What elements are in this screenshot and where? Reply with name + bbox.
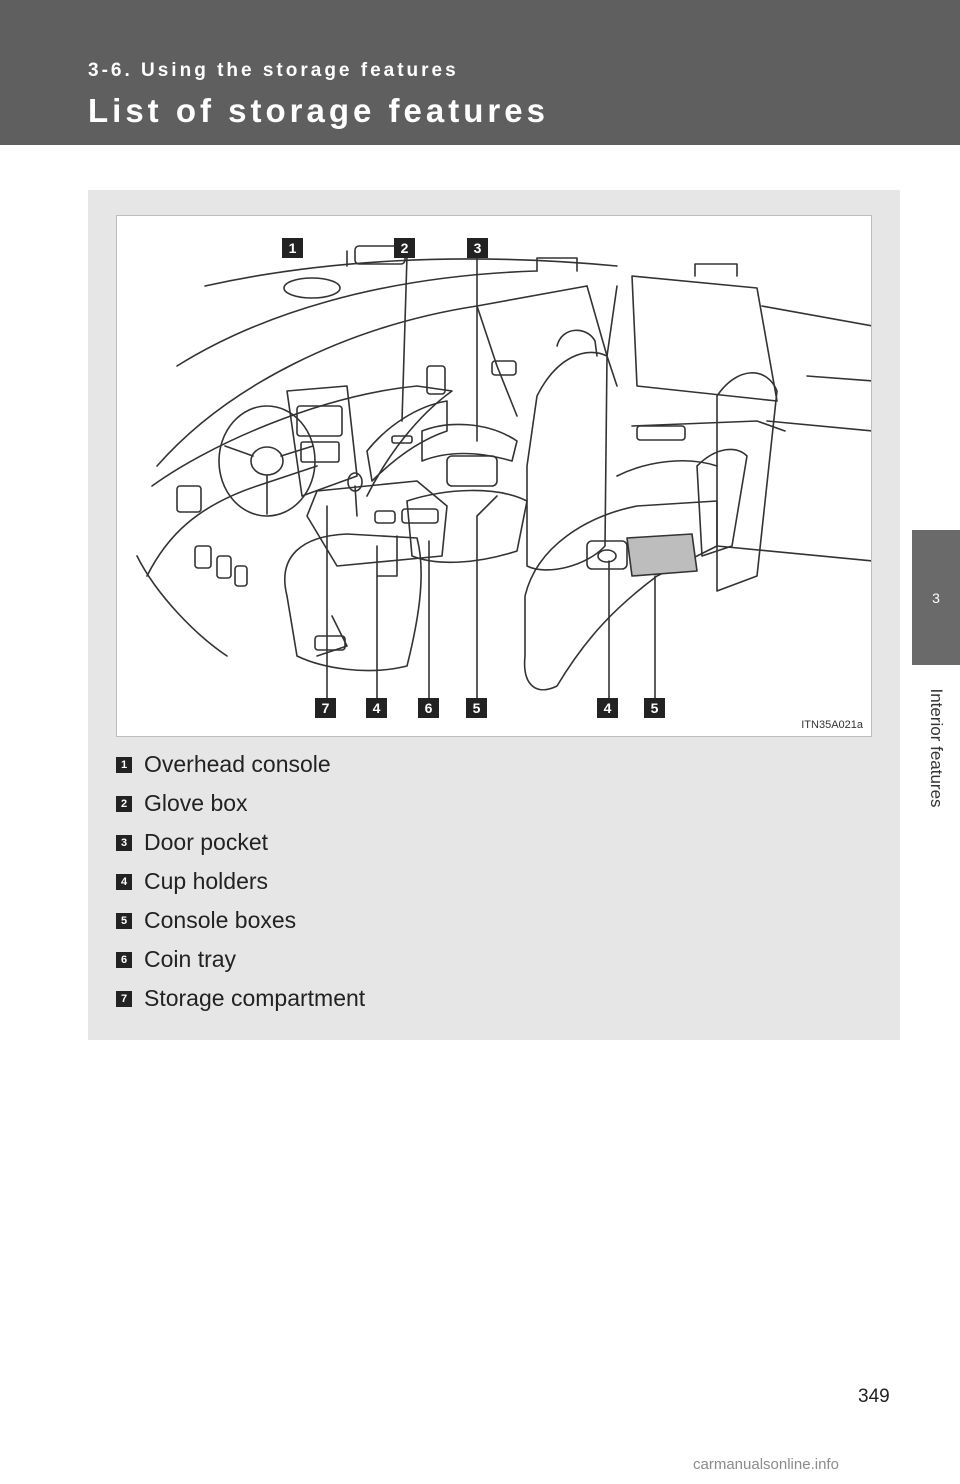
legend-label: Door pocket	[144, 829, 269, 855]
legend-number: 3	[116, 834, 132, 851]
callout-2: 2	[394, 238, 415, 258]
list-item: 7 Storage compartment	[116, 979, 816, 1018]
callout-7: 7	[315, 698, 336, 718]
chapter-tab: 3	[912, 530, 960, 665]
page-title: List of storage features	[88, 92, 549, 129]
list-item: 3 Door pocket	[116, 823, 816, 862]
callout-1: 1	[282, 238, 303, 258]
figure-code: ITN35A021a	[801, 719, 863, 731]
legend-label: Console boxes	[144, 907, 297, 933]
legend-list: 1 Overhead console 2 Glove box 3 Door po…	[116, 745, 816, 1018]
legend-label: Coin tray	[144, 946, 237, 972]
legend-label: Storage compartment	[144, 985, 366, 1011]
page-header: 3-6. Using the storage features List of …	[0, 0, 960, 145]
legend-label: Glove box	[144, 790, 248, 816]
legend-number: 2	[116, 795, 132, 812]
legend-label: Cup holders	[144, 868, 269, 894]
section-heading: 3-6. Using the storage features	[88, 60, 459, 81]
chapter-number: 3	[932, 589, 940, 606]
callout-6: 6	[418, 698, 439, 718]
legend-label: Overhead console	[144, 751, 331, 777]
list-item: 1 Overhead console	[116, 745, 816, 784]
legend-number: 4	[116, 873, 132, 890]
legend-number: 7	[116, 990, 132, 1007]
legend-number: 6	[116, 951, 132, 968]
chapter-label-box: Interior features	[912, 665, 960, 830]
page-number: 349	[858, 1386, 890, 1407]
chapter-label: Interior features	[927, 687, 946, 808]
callout-4: 4	[366, 698, 387, 718]
callout-5-rear: 5	[644, 698, 665, 718]
legend-number: 1	[116, 756, 132, 773]
interior-illustration: 1 2 3 7 4 6 5 4 5 ITN35A021a	[116, 215, 872, 737]
list-item: 5 Console boxes	[116, 901, 816, 940]
callout-3: 3	[467, 238, 488, 258]
callout-4-rear: 4	[597, 698, 618, 718]
list-item: 2 Glove box	[116, 784, 816, 823]
legend-number: 5	[116, 912, 132, 929]
watermark: carmanualsonline.info	[693, 1456, 839, 1473]
callout-5: 5	[466, 698, 487, 718]
list-item: 4 Cup holders	[116, 862, 816, 901]
list-item: 6 Coin tray	[116, 940, 816, 979]
car-interior-drawing	[136, 245, 871, 707]
